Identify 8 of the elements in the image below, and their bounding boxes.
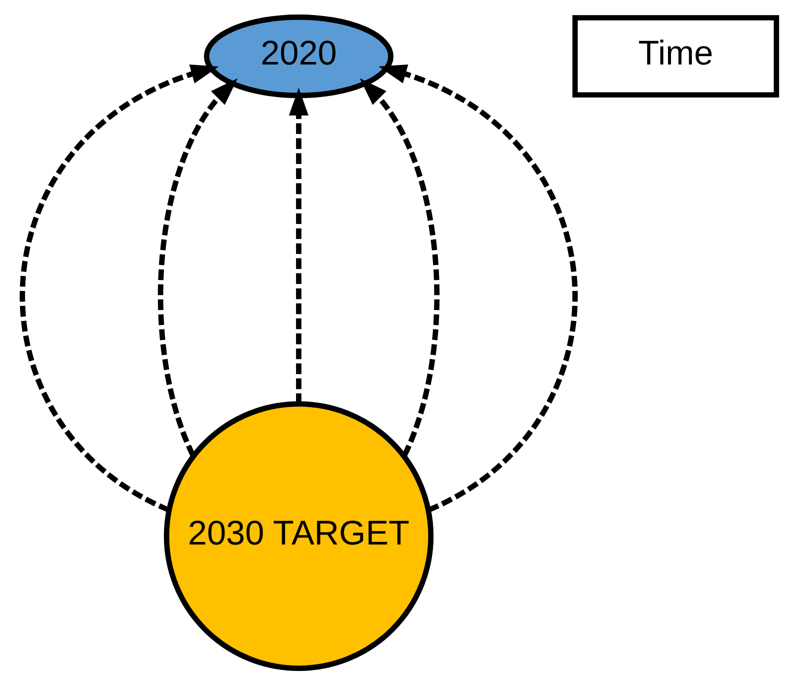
node-circle: 2030 TARGET — [164, 401, 434, 671]
node-ellipse: 2020 — [204, 14, 394, 98]
arrow — [360, 78, 440, 456]
arrow — [378, 64, 578, 512]
arrow — [20, 64, 219, 512]
node-box: Time — [572, 15, 780, 98]
arrow — [158, 78, 238, 456]
arrow — [288, 88, 308, 404]
